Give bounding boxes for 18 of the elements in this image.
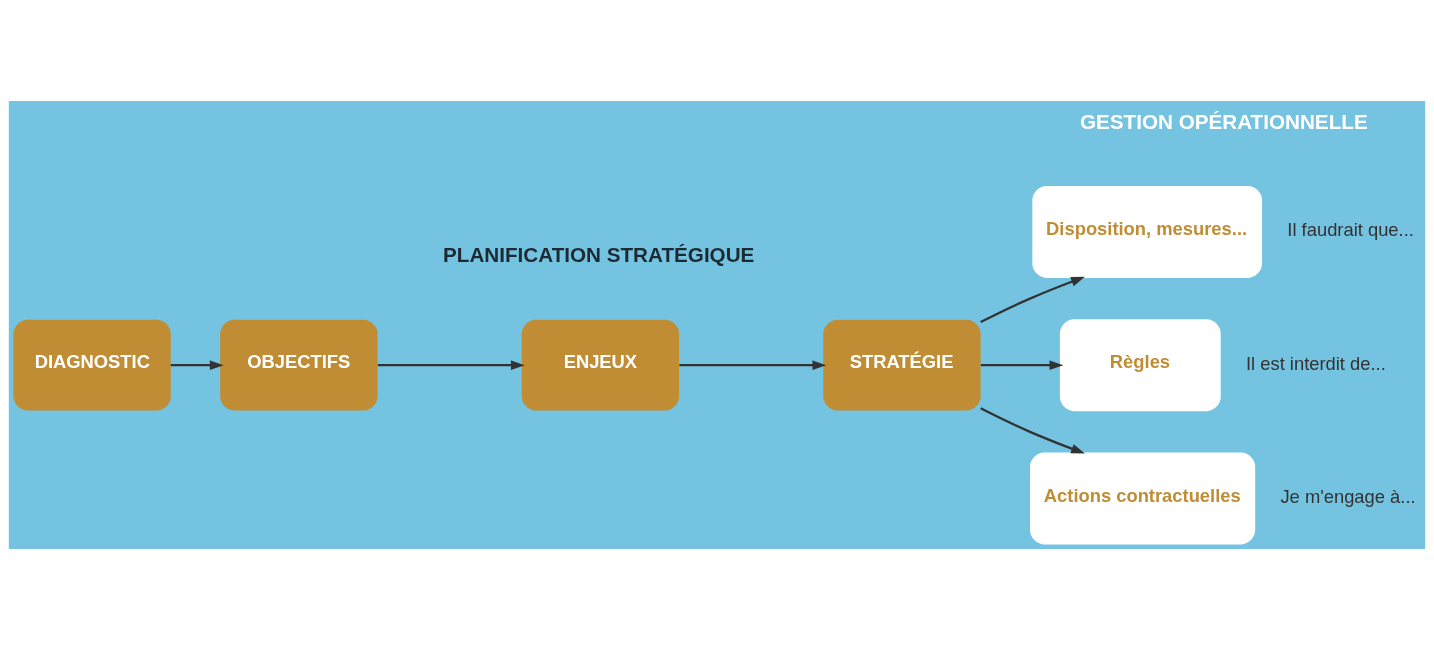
node-box: Actions contractuelles (1030, 452, 1256, 545)
node-box: DIAGNOSTIC (13, 319, 171, 411)
arrow (377, 360, 525, 371)
node-box: STRATÉGIE (823, 319, 981, 411)
node-label: Il est interdit de... (1245, 352, 1386, 374)
arrow (679, 360, 827, 371)
node-label: Il faudrait que... (1287, 219, 1414, 241)
node-box: Disposition, mesures... (1032, 186, 1263, 278)
arrow (980, 360, 1064, 371)
node-label: Je m'engage à... (1280, 485, 1416, 507)
node-box: ENJEUX (521, 319, 680, 411)
arrow (170, 360, 224, 371)
label: PLANIFICATION STRATÉGIQUE (443, 243, 755, 267)
label: GESTION OPÉRATIONNELLE (1079, 110, 1368, 134)
node-box: Règles (1059, 319, 1221, 412)
arrow (980, 407, 1085, 454)
arrow (980, 276, 1085, 324)
node-box: OBJECTIFS (220, 319, 378, 411)
